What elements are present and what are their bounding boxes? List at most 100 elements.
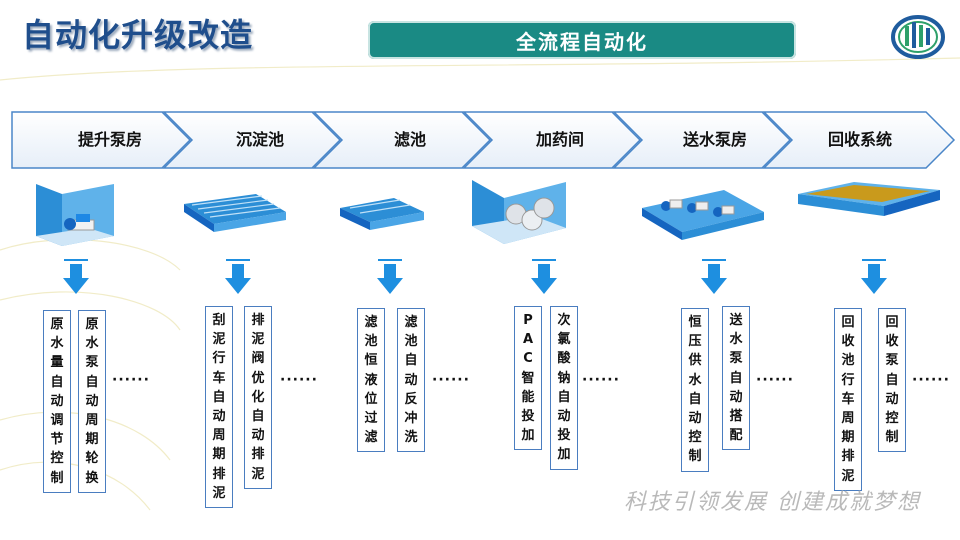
subtitle-text: 全流程自动化 <box>516 29 648 54</box>
function-char: 节 <box>50 432 64 448</box>
function-char: 动 <box>251 428 265 444</box>
ellipsis: ······ <box>582 372 620 388</box>
function-char: 自 <box>557 389 571 405</box>
function-char: 泥 <box>841 468 855 484</box>
function-char: 控 <box>50 451 64 467</box>
function-char: 供 <box>688 353 702 369</box>
function-char: 原 <box>50 317 64 332</box>
function-char: 加 <box>557 447 571 463</box>
page-title: 自动化升级改造 <box>22 16 254 54</box>
function-char: 加 <box>521 428 535 444</box>
function-char: 制 <box>50 470 64 486</box>
function-box: 原水泵自动周期轮换 <box>78 310 106 493</box>
function-char: 收 <box>885 334 899 350</box>
delivery-pump-illustration <box>642 190 764 240</box>
function-char: 泵 <box>729 351 743 367</box>
stage-label-sedimentation: 沉淀池 <box>235 130 284 149</box>
function-char: 动 <box>688 411 702 427</box>
down-arrow-icon <box>861 259 887 294</box>
ellipsis: ······ <box>756 372 794 388</box>
function-char: 换 <box>85 470 99 486</box>
function-char: 位 <box>364 391 378 407</box>
function-char: 刮 <box>212 313 226 328</box>
function-char: 配 <box>729 428 743 444</box>
ellipsis: ······ <box>280 372 318 388</box>
function-char: 排 <box>251 313 265 328</box>
function-char: 自 <box>212 389 226 405</box>
function-char: 自 <box>85 374 99 390</box>
function-char: 排 <box>212 466 226 482</box>
function-char: 动 <box>212 409 226 425</box>
down-arrow-icon <box>531 259 557 294</box>
function-char: 制 <box>688 449 702 465</box>
function-char: 排 <box>841 449 855 465</box>
sedimentation-tank-illustration <box>184 194 286 232</box>
function-char: 收 <box>841 334 855 350</box>
function-char: 自 <box>885 372 899 388</box>
down-arrow-icon <box>225 259 251 294</box>
function-char: 调 <box>50 413 64 429</box>
function-box: 滤池自动反冲洗 <box>397 308 425 453</box>
function-char: 钠 <box>557 370 571 386</box>
function-char: 自 <box>404 353 418 369</box>
function-char: 泥 <box>212 485 226 501</box>
function-char: 滤 <box>364 430 378 446</box>
function-char: 投 <box>521 409 535 425</box>
company-logo <box>891 15 945 59</box>
recovery-tank-illustration <box>798 182 940 216</box>
function-char: 周 <box>212 428 226 444</box>
function-char: 池 <box>364 334 378 350</box>
function-char: 泵 <box>885 353 899 369</box>
function-char: 投 <box>557 428 571 444</box>
function-char: 期 <box>841 430 855 446</box>
function-char: 周 <box>841 411 855 427</box>
function-char: 水 <box>50 336 64 352</box>
function-char: 恒 <box>364 353 378 369</box>
function-char: 化 <box>251 389 265 405</box>
down-arrow-icon <box>63 259 89 294</box>
function-char: 动 <box>50 393 64 409</box>
function-char: 泥 <box>251 466 265 482</box>
function-char: 动 <box>85 393 99 409</box>
function-box: 回收泵自动控制 <box>878 308 906 453</box>
stage-label-filter: 滤池 <box>393 130 426 149</box>
function-char: 反 <box>404 391 418 407</box>
function-char: 自 <box>251 409 265 425</box>
function-box: 原水量自动调节控制 <box>43 310 71 493</box>
stage-label-lift-pump: 提升泵房 <box>77 130 142 149</box>
ellipsis: ······ <box>112 372 150 388</box>
function-char: 回 <box>885 315 899 330</box>
function-char: 液 <box>364 372 378 388</box>
filter-tank-illustration <box>340 198 424 230</box>
function-char: 期 <box>85 432 99 448</box>
function-char: 期 <box>212 447 226 463</box>
function-char: 优 <box>251 370 265 386</box>
function-char: 自 <box>50 374 64 390</box>
function-char: P <box>523 313 533 328</box>
function-char: 能 <box>521 389 535 405</box>
function-char: 压 <box>688 334 702 350</box>
function-char: 行 <box>841 372 855 388</box>
function-char: 行 <box>212 351 226 367</box>
function-box: 恒压供水自动控制 <box>681 308 709 472</box>
function-char: C <box>523 351 533 367</box>
function-char: 水 <box>729 332 743 348</box>
function-char: 排 <box>251 447 265 463</box>
function-char: 车 <box>212 370 226 386</box>
function-box: 排泥阀优化自动排泥 <box>244 306 272 489</box>
function-char: 池 <box>841 353 855 369</box>
function-char: 动 <box>557 409 571 425</box>
function-char: 冲 <box>404 411 418 427</box>
function-char: 泥 <box>212 332 226 348</box>
function-char: 轮 <box>85 451 99 467</box>
function-char: 量 <box>50 355 64 371</box>
function-char: 动 <box>729 389 743 405</box>
function-box: 刮泥行车自动周期排泥 <box>205 306 233 509</box>
function-char: 周 <box>85 413 99 429</box>
function-box: 送水泵自动搭配 <box>722 306 750 451</box>
function-char: 制 <box>885 430 899 446</box>
function-char: 阀 <box>251 351 265 367</box>
function-char: 水 <box>688 372 702 388</box>
function-box: 滤池恒液位过滤 <box>357 308 385 453</box>
function-char: 回 <box>841 315 855 330</box>
